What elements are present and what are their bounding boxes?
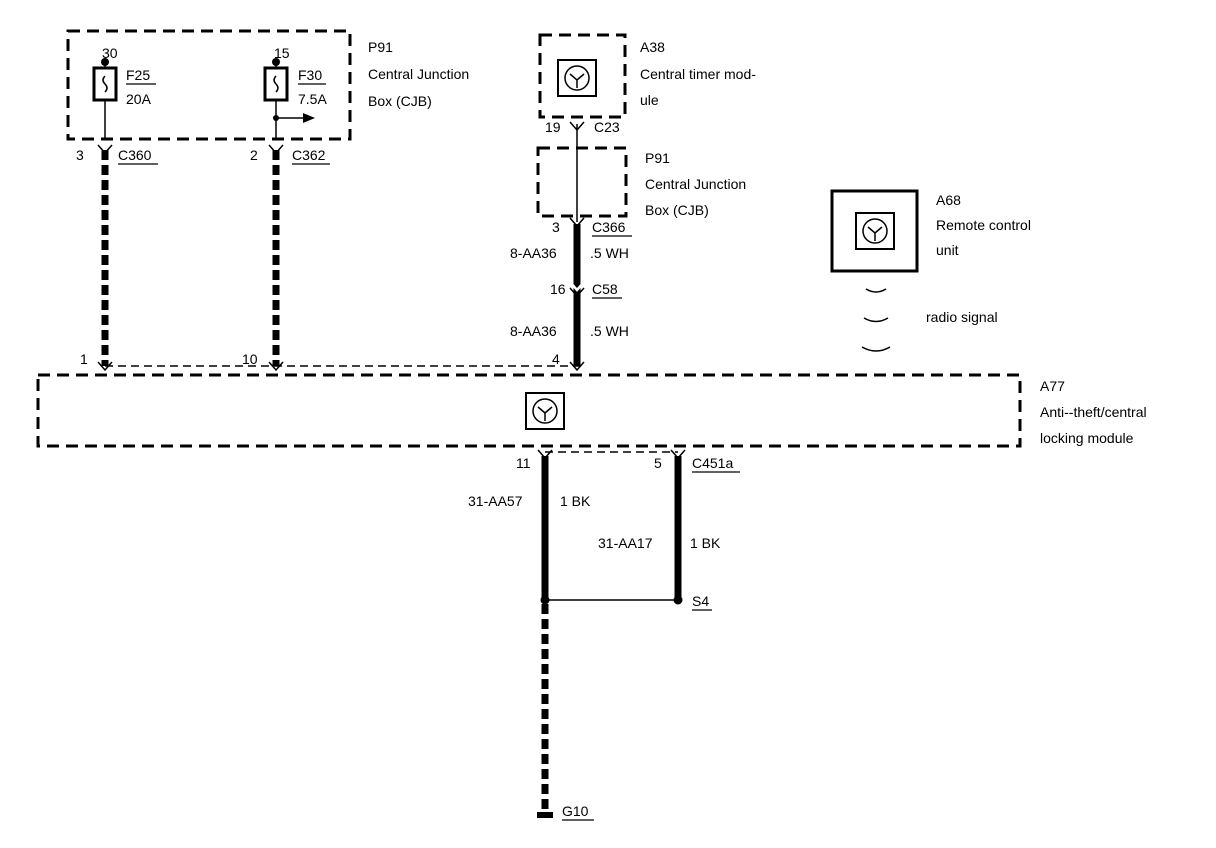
arrow-right-icon	[303, 113, 315, 123]
wire-w1-spec: .5 WH	[590, 245, 629, 261]
connector-c451a-pin: 5	[654, 455, 662, 471]
connector-c362: 2 C362	[250, 144, 330, 165]
p91-top-ref: P91	[368, 39, 393, 55]
wire-label-w3: 31-AA57 1 BK	[468, 493, 591, 509]
wire-w2-circuit: 8-AA36	[510, 323, 557, 339]
radio-wave-icon	[863, 317, 889, 323]
splice-s4: S4	[540, 593, 712, 611]
wire-w3-circuit: 31-AA57	[468, 493, 523, 509]
connector-c366-pin: 3	[552, 219, 560, 235]
connector-c58-name: C58	[592, 281, 618, 297]
a77-pin-1: 1	[80, 351, 88, 367]
a77-line1: Anti--theft/central	[1040, 404, 1147, 420]
a77-pin-10: 10	[242, 351, 258, 367]
module-icon	[564, 65, 590, 91]
a77-line2: locking module	[1040, 430, 1134, 446]
connector-c362-name: C362	[292, 147, 326, 163]
fuse-f30-name: F30	[298, 67, 322, 83]
wire-label-w2: 8-AA36 .5 WH	[510, 323, 629, 339]
wire-label-w1: 8-AA36 .5 WH	[510, 245, 629, 261]
a77-module: A77 Anti--theft/central locking module	[36, 373, 1147, 448]
p91-mid-box: P91 Central Junction Box (CJB)	[536, 146, 746, 218]
module-icon	[532, 398, 558, 424]
fuse-icon	[273, 75, 279, 93]
connector-c58-pin: 16	[550, 281, 566, 297]
a68-module: A68 Remote control unit	[830, 189, 1031, 273]
connector-c23-name: C23	[594, 119, 620, 135]
radio-wave-icon	[865, 288, 887, 293]
connector-c58: 16 C58	[550, 281, 622, 299]
fuse-f30: 15 F30 7.5A	[263, 45, 327, 140]
wire-w4-circuit: 31-AA17	[598, 535, 653, 551]
a68-line2: unit	[936, 242, 959, 258]
radio-signal: radio signal	[861, 288, 998, 352]
a38-ref: A38	[640, 39, 665, 55]
connector-c23-pin: 19	[545, 119, 561, 135]
a77-pin-4: 4	[552, 351, 560, 367]
p91-mid-line2: Box (CJB)	[645, 202, 709, 218]
p91-mid-line1: Central Junction	[645, 176, 746, 192]
a38-line1: Central timer mod-	[640, 66, 756, 82]
a38-line2: ule	[640, 92, 659, 108]
connector-c360: 3 C360	[76, 144, 158, 165]
connector-c23: 19 C23	[545, 119, 620, 135]
p91-top-line2: Box (CJB)	[368, 93, 432, 109]
fuse-f25: 30 F25 20A	[92, 45, 156, 140]
ground-icon	[537, 812, 553, 818]
a77-ref: A77	[1040, 378, 1065, 394]
ground-g10-label: G10	[562, 803, 589, 819]
splice-s4-label: S4	[692, 593, 709, 609]
connector-c451a-name: C451a	[692, 455, 733, 471]
ground-g10: G10	[537, 803, 594, 821]
p91-top-box: P91 Central Junction Box (CJB)	[66, 29, 469, 141]
connector-c362-pin: 2	[250, 147, 258, 163]
wire-w3-spec: 1 BK	[560, 493, 591, 509]
connector-c366-name: C366	[592, 219, 626, 235]
module-icon	[862, 218, 888, 244]
a68-line1: Remote control	[936, 217, 1031, 233]
fuse-f30-terminal: 15	[274, 45, 290, 61]
radio-signal-label: radio signal	[926, 309, 998, 325]
p91-mid-ref: P91	[645, 150, 670, 166]
fuse-f25-rating: 20A	[126, 91, 152, 107]
fuse-icon	[102, 75, 108, 93]
radio-wave-icon	[861, 346, 891, 352]
fuse-f25-terminal: 30	[102, 45, 118, 61]
a38-module: A38 Central timer mod- ule	[538, 33, 756, 119]
fuse-f25-name: F25	[126, 67, 150, 83]
wire-label-w4: 31-AA17 1 BK	[598, 535, 721, 551]
connector-c366: 3 C366	[552, 217, 632, 237]
connector-c360-pin: 3	[76, 147, 84, 163]
a68-ref: A68	[936, 192, 961, 208]
fuse-f30-rating: 7.5A	[298, 91, 327, 107]
wire-w4-spec: 1 BK	[690, 535, 721, 551]
wire-w2-spec: .5 WH	[590, 323, 629, 339]
connector-c360-name: C360	[118, 147, 152, 163]
p91-top-line1: Central Junction	[368, 66, 469, 82]
connector-c451a: 5 C451a	[654, 455, 740, 473]
wire-w1-circuit: 8-AA36	[510, 245, 557, 261]
a77-pin-11: 11	[516, 455, 531, 471]
